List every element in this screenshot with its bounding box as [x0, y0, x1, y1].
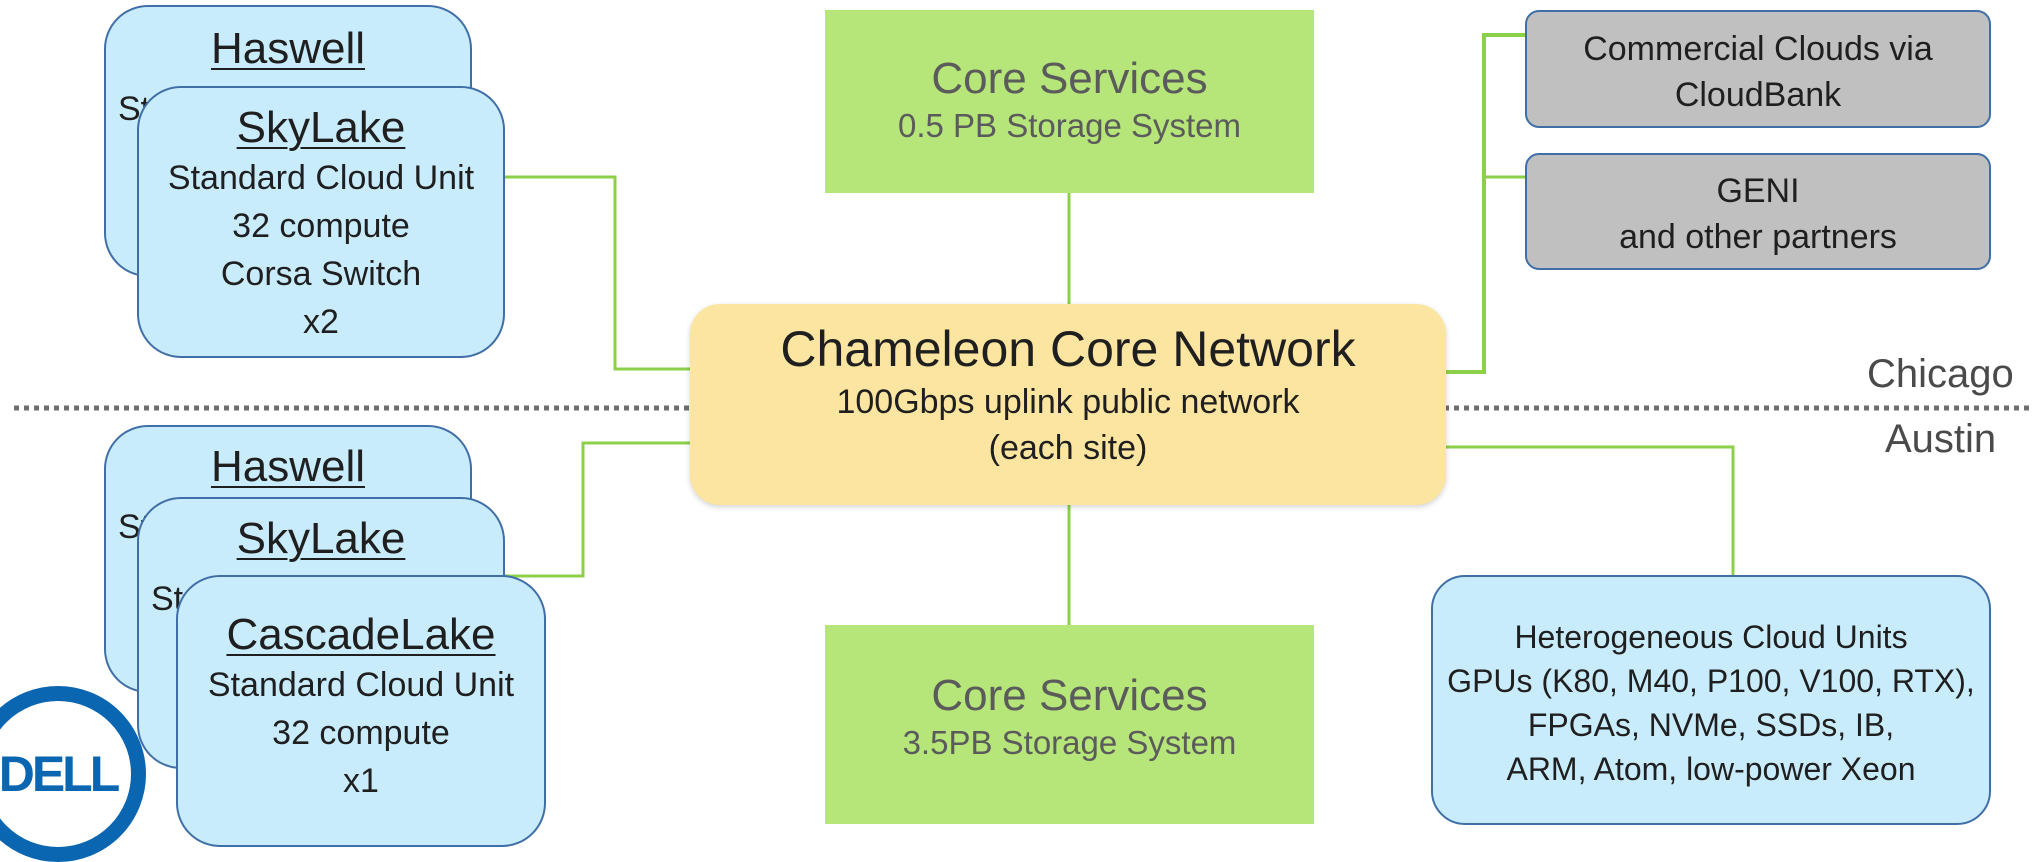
austin-haswell-title: Haswell — [210, 442, 366, 491]
chicago-haswell-title: Haswell — [210, 24, 366, 73]
austin-cascadelake-line-1: Standard Cloud Unit — [207, 666, 515, 704]
heterogeneous-line-2: GPUs (K80, M40, P100, V100, RTX), — [1447, 663, 1975, 699]
chicago-skylake-title: SkyLake — [236, 103, 406, 152]
heterogeneous-line-1: Heterogeneous Cloud Units — [1514, 619, 1908, 655]
core-services-bottom-subtitle: 3.5PB Storage System — [902, 724, 1237, 761]
partner-cloudbank-line-1: Commercial Clouds via — [1583, 30, 1933, 68]
chicago-skylake-line-3: Corsa Switch — [220, 255, 422, 293]
core-services-bottom-title: Core Services — [931, 671, 1208, 720]
core-services-bottom: Core Services 3.5PB Storage System — [825, 625, 1314, 824]
site-label-austin: Austin — [1885, 417, 1997, 461]
core-services-top: Core Services 0.5 PB Storage System — [825, 10, 1314, 193]
connector-hub-heterogeneous — [1446, 445, 1735, 575]
core-network-title: Chameleon Core Network — [780, 321, 1356, 377]
austin-cascadelake-card: CascadeLake Standard Cloud Unit 32 compu… — [176, 575, 546, 847]
heterogeneous-line-4: ARM, Atom, low-power Xeon — [1506, 751, 1916, 787]
chameleon-core-network: Chameleon Core Network 100Gbps uplink pu… — [690, 304, 1446, 505]
core-network-line-2: (each site) — [988, 429, 1148, 467]
chicago-skylake-line-2: 32 compute — [232, 207, 410, 245]
site-label-chicago: Chicago — [1867, 352, 2014, 396]
core-services-top-subtitle: 0.5 PB Storage System — [897, 107, 1241, 144]
core-network-line-1: 100Gbps uplink public network — [836, 383, 1300, 421]
austin-cascadelake-title: CascadeLake — [226, 610, 496, 659]
core-services-top-title: Core Services — [931, 54, 1208, 103]
partner-geni-line-1: GENI — [1716, 172, 1800, 210]
chicago-skylake-card: SkyLake Standard Cloud Unit 32 compute C… — [137, 86, 505, 358]
chicago-skylake-line-1: Standard Cloud Unit — [167, 159, 475, 197]
chicago-skylake-line-4: x2 — [303, 303, 339, 341]
partner-cloudbank: Commercial Clouds via CloudBank — [1525, 10, 1991, 128]
connector-chicago-skylake-hub — [505, 175, 690, 371]
partner-geni-line-2: and other partners — [1619, 218, 1897, 256]
connector-austin-units-hub — [505, 441, 690, 578]
dell-logo-text: DELL — [0, 746, 120, 802]
partner-geni: GENI and other partners — [1525, 153, 1991, 270]
austin-cascadelake-line-3: x1 — [343, 762, 379, 800]
heterogeneous-line-3: FPGAs, NVMe, SSDs, IB, — [1527, 707, 1895, 743]
partner-cloudbank-line-2: CloudBank — [1674, 76, 1842, 114]
austin-cascadelake-line-2: 32 compute — [272, 714, 450, 752]
austin-skylake-title: SkyLake — [236, 514, 406, 563]
connector-hub-partners — [1446, 33, 1525, 374]
heterogeneous-cloud-units: Heterogeneous Cloud Units GPUs (K80, M40… — [1431, 575, 1991, 825]
